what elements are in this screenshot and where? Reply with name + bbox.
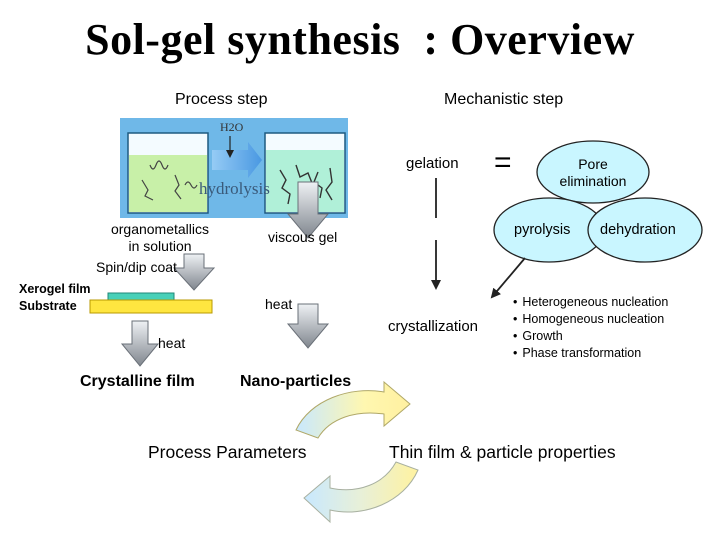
arrow-heat-left bbox=[120, 320, 160, 367]
arrow-to-viscous-gel bbox=[286, 181, 330, 239]
beaker-left bbox=[127, 132, 209, 214]
gelation-label: gelation bbox=[406, 155, 459, 172]
pore-elimination-ellipse bbox=[536, 140, 650, 204]
list-item: Heterogeneous nucleation bbox=[513, 294, 668, 311]
pyrolysis-label: pyrolysis bbox=[514, 222, 571, 238]
xerogel-label: Xerogel film Substrate bbox=[19, 282, 91, 313]
dehydration-ellipse bbox=[587, 197, 703, 263]
process-parameters-label: Process Parameters bbox=[148, 442, 307, 462]
crystallization-label: crystallization bbox=[388, 318, 479, 335]
pore-elimination-label: Pore elimination bbox=[559, 156, 627, 189]
hydrolysis-label: hydrolysis bbox=[199, 179, 270, 198]
nucleation-bullet-list: Heterogeneous nucleation Homogeneous nuc… bbox=[513, 294, 668, 362]
arrow-pyrolysis-to-crystallization bbox=[490, 257, 526, 299]
properties-label: Thin film & particle properties bbox=[389, 442, 616, 462]
viscous-gel-label: viscous gel bbox=[268, 229, 338, 245]
nano-particles-label: Nano-particles bbox=[240, 373, 352, 390]
equals-sign: = bbox=[494, 146, 512, 179]
organometallics-label: organometallics in solution bbox=[110, 221, 210, 254]
film-substrate bbox=[89, 292, 213, 314]
slide-title: Sol-gel synthesis : Overview bbox=[85, 15, 635, 64]
water-label: H2O bbox=[220, 120, 244, 134]
spin-dip-coat-label: Spin/dip coat bbox=[96, 259, 177, 275]
heat-left-label: heat bbox=[158, 335, 186, 351]
list-item: Phase transformation bbox=[513, 345, 668, 362]
mechanistic-step-header: Mechanistic step bbox=[444, 91, 564, 108]
list-item: Growth bbox=[513, 328, 668, 345]
crystalline-film-label: Crystalline film bbox=[80, 373, 195, 390]
dehydration-label: dehydration bbox=[600, 222, 676, 238]
heat-right-label: heat bbox=[265, 296, 293, 312]
arrow-to-spin-coat bbox=[172, 253, 216, 291]
arrow-heat-right bbox=[286, 303, 330, 349]
process-step-header: Process step bbox=[175, 91, 268, 108]
process-cycle-arrows bbox=[295, 380, 419, 524]
list-item: Homogeneous nucleation bbox=[513, 311, 668, 328]
